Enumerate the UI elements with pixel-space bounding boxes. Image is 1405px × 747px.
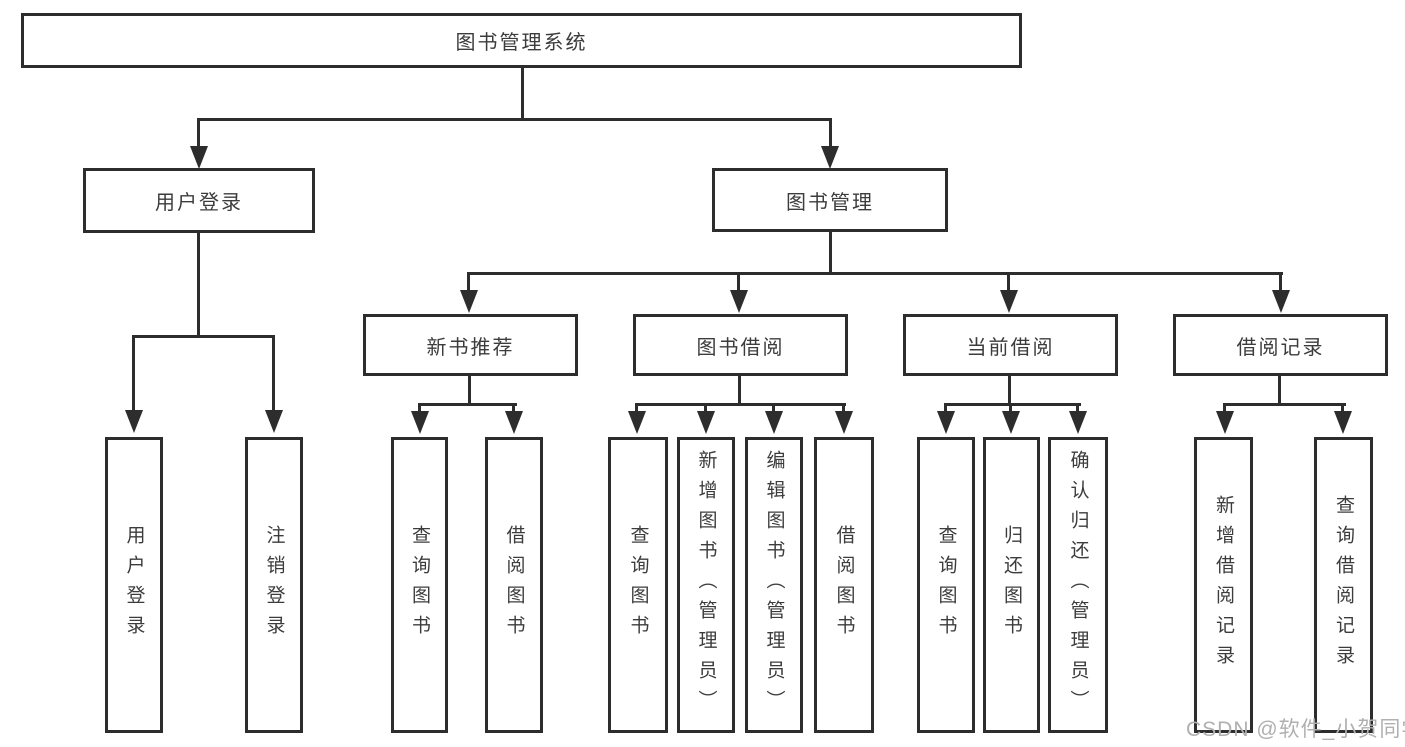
csdn-watermark: CSDN @软件_小贺同学 [1186,718,1405,741]
connector-borrow-hbar [635,403,846,406]
connector-current-hbar [944,403,1081,406]
leaf-query-book-2-label: 查询图书 [627,525,649,645]
connector-userlogin-hbar [132,335,275,338]
node-book-management-label: 图书管理 [786,191,874,214]
node-book-borrow-label: 图书借阅 [696,336,785,359]
connector-root-right-stem [829,118,832,148]
node-new-book-recommend-label: 新书推荐 [426,336,515,359]
leaf-query-book-1-label: 查询图书 [409,525,430,645]
arrow-down-user-login [190,146,208,169]
arrow-down-book-management [821,146,839,169]
node-user-login: 用户登录 [83,168,315,233]
connector-borrow-stem-c [772,403,775,412]
leaf-confirm-return-admin-label: 确认归还（管理员） [1067,450,1089,720]
connector-current-stem-a [944,403,947,412]
connector-recommend-hbar [418,403,517,406]
connector-userlogin-stem-a [132,335,135,411]
connector-userlogin-stem-b [272,335,275,411]
arrow-down-leaf-query-book-1 [411,411,429,434]
connector-root-left-stem [197,118,200,148]
node-book-borrow: 图书借阅 [633,314,848,376]
leaf-edit-book-admin: 编辑图书（管理员） [745,437,803,733]
connector-root-hbar [197,118,832,121]
leaf-add-book-admin: 新增图书（管理员） [677,437,735,733]
node-current-borrow-label: 当前借阅 [966,336,1055,359]
node-user-login-label: 用户登录 [155,192,243,214]
connector-bookmgmt-stem-3 [1007,272,1010,292]
node-root: 图书管理系统 [21,13,1022,68]
connector-borrow-stem-b [704,403,707,412]
node-book-management: 图书管理 [712,168,948,232]
connector-bookmgmt-stem [829,232,832,275]
arrow-down-leaf-query-book-3 [937,411,955,434]
leaf-query-book-3-label: 查询图书 [935,525,957,645]
arrow-down-leaf-edit-book [765,411,783,434]
leaf-borrow-book-1: 借阅图书 [485,437,543,733]
leaf-query-book-2: 查询图书 [608,437,668,733]
arrow-down-leaf-logout [265,410,283,433]
connector-record-stem-b [1341,403,1344,412]
leaf-borrow-book-1-label: 借阅图书 [503,525,525,645]
arrow-down-current-borrow [1000,290,1018,313]
arrow-down-leaf-query-book-2 [628,411,646,434]
leaf-borrow-book-2: 借阅图书 [814,437,874,733]
arrow-down-leaf-borrow-book-2 [835,411,853,434]
connector-bookmgmt-stem-2 [737,272,740,292]
node-new-book-recommend: 新书推荐 [363,314,578,376]
leaf-user-login-label: 用户登录 [123,525,145,645]
connector-userlogin-stem [197,233,200,338]
leaf-add-borrow-record-label: 新增借阅记录 [1213,495,1234,675]
leaf-user-login: 用户登录 [105,437,163,733]
arrow-down-leaf-user-login [125,410,143,433]
connector-recommend-stem-b [512,403,515,412]
node-root-label: 图书管理系统 [455,32,588,54]
leaf-query-borrow-record-label: 查询借阅记录 [1333,495,1354,675]
connector-current-stem [1008,376,1011,406]
arrow-down-leaf-return-book [1002,411,1020,434]
arrow-down-borrow-record [1272,290,1290,313]
leaf-query-book-1: 查询图书 [391,437,448,733]
connector-record-stem-a [1223,403,1226,412]
leaf-add-book-admin-label: 新增图书（管理员） [695,450,717,720]
leaf-return-book-label: 归还图书 [1001,525,1022,645]
connector-bookmgmt-hbar [467,272,1283,275]
leaf-return-book: 归还图书 [983,437,1040,733]
arrow-down-new-book-recommend [460,290,478,313]
leaf-query-book-3: 查询图书 [917,437,975,733]
node-borrow-record-label: 借阅记录 [1236,336,1325,359]
leaf-logout-label: 注销登录 [263,525,285,645]
connector-current-stem-b [1009,403,1012,412]
arrow-down-leaf-add-book [697,411,715,434]
node-borrow-record: 借阅记录 [1173,314,1388,376]
connector-borrow-stem-d [842,403,845,412]
connector-record-stem [1278,376,1281,406]
node-current-borrow: 当前借阅 [903,314,1118,376]
arrow-down-book-borrow [730,290,748,313]
connector-recommend-stem-a [418,403,421,412]
arrow-down-leaf-query-record [1334,411,1352,434]
leaf-logout: 注销登录 [245,437,303,733]
connector-record-hbar [1223,403,1346,406]
leaf-query-borrow-record: 查询借阅记录 [1314,437,1373,733]
connector-borrow-stem-a [635,403,638,412]
leaf-add-borrow-record: 新增借阅记录 [1194,437,1253,733]
arrow-down-leaf-borrow-book-1 [505,411,523,434]
connector-recommend-stem [468,376,471,406]
leaf-edit-book-admin-label: 编辑图书（管理员） [763,450,785,720]
arrow-down-leaf-confirm-return [1069,411,1087,434]
connector-root-stem [521,68,524,121]
leaf-borrow-book-2-label: 借阅图书 [833,525,855,645]
connector-current-stem-c [1076,403,1079,412]
arrow-down-leaf-add-record [1216,411,1234,434]
connector-bookmgmt-stem-1 [467,272,470,292]
leaf-confirm-return-admin: 确认归还（管理员） [1048,437,1108,733]
connector-bookmgmt-stem-4 [1279,272,1282,292]
connector-borrow-stem [738,376,741,406]
